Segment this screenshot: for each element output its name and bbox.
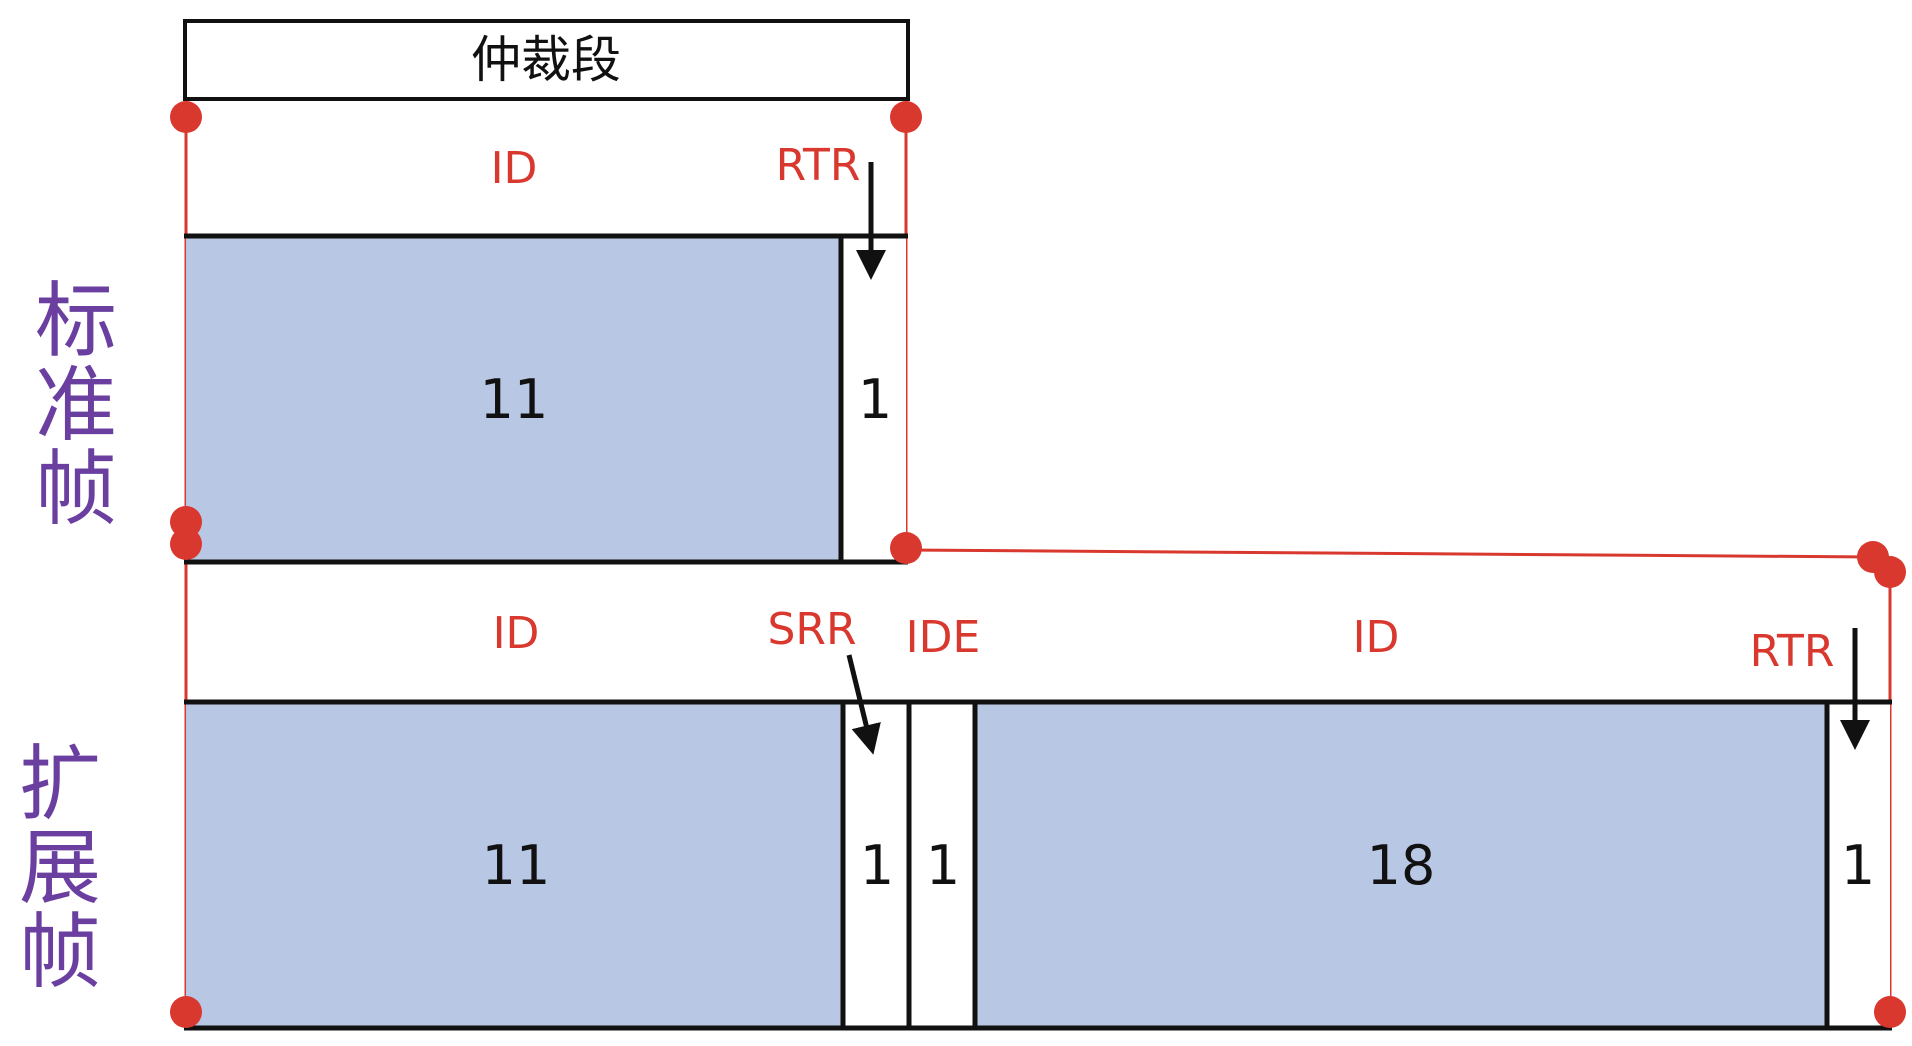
standard-rtr-field: [841, 236, 906, 562]
extended-ide-label: IDE: [906, 612, 981, 663]
extended-side-char-2: 展: [19, 821, 101, 916]
extended-id-label: ID: [493, 608, 540, 659]
boundary-dot: [170, 506, 202, 538]
extended-rtr-field: [1827, 702, 1890, 1028]
extended-ide-bits: 1: [926, 834, 960, 897]
standard-id-label: ID: [491, 143, 538, 194]
boundary-markers: [170, 101, 1906, 1028]
standard-id-field: [186, 236, 841, 562]
extended-rtr-bits: 1: [1841, 834, 1875, 897]
standard-frame: ID RTR 11 1: [184, 140, 908, 565]
extended-srr-arrow: [846, 654, 881, 755]
boundary-dot: [170, 528, 202, 560]
connector-line: [905, 548, 1874, 559]
header-title: 仲裁段: [471, 31, 621, 89]
extended-frame: ID SRR IDE ID RTR 11 1 1 18 1: [184, 604, 1892, 1031]
extended-frame-side-label: 扩 展 帧: [19, 737, 101, 1000]
standard-id-bits: 11: [480, 368, 549, 431]
extended-id18-field: [975, 702, 1827, 1028]
standard-side-char-3: 帧: [35, 442, 117, 537]
boundary-dot: [170, 101, 202, 133]
extended-srr-field: [843, 702, 909, 1028]
standard-frame-side-label: 标 准 帧: [35, 274, 117, 537]
header-box: [183, 19, 910, 101]
boundary-dot: [170, 996, 202, 1028]
boundary-dot: [890, 101, 922, 133]
extended-side-char-1: 扩: [19, 737, 101, 832]
extended-srr-bits: 1: [860, 834, 894, 897]
extended-side-char-3: 帧: [19, 905, 101, 1000]
standard-side-char-2: 准: [35, 358, 117, 453]
extended-id-bits: 11: [482, 834, 551, 897]
extended-srr-label: SRR: [767, 604, 856, 655]
extended-rtr-label: RTR: [1750, 626, 1835, 677]
standard-rtr-bits: 1: [858, 368, 892, 431]
arbitration-field-header: 仲裁段: [183, 19, 910, 101]
boundary-dot: [1874, 996, 1906, 1028]
boundary-dot: [1874, 556, 1906, 588]
extended-id-field: [186, 702, 843, 1028]
boundary-dot: [890, 532, 922, 564]
extended-id18-bits: 18: [1367, 834, 1436, 897]
extended-id18-label: ID: [1353, 612, 1400, 663]
standard-rtr-label: RTR: [776, 140, 861, 191]
extended-ide-field: [909, 702, 975, 1028]
standard-side-char-1: 标: [35, 274, 117, 369]
